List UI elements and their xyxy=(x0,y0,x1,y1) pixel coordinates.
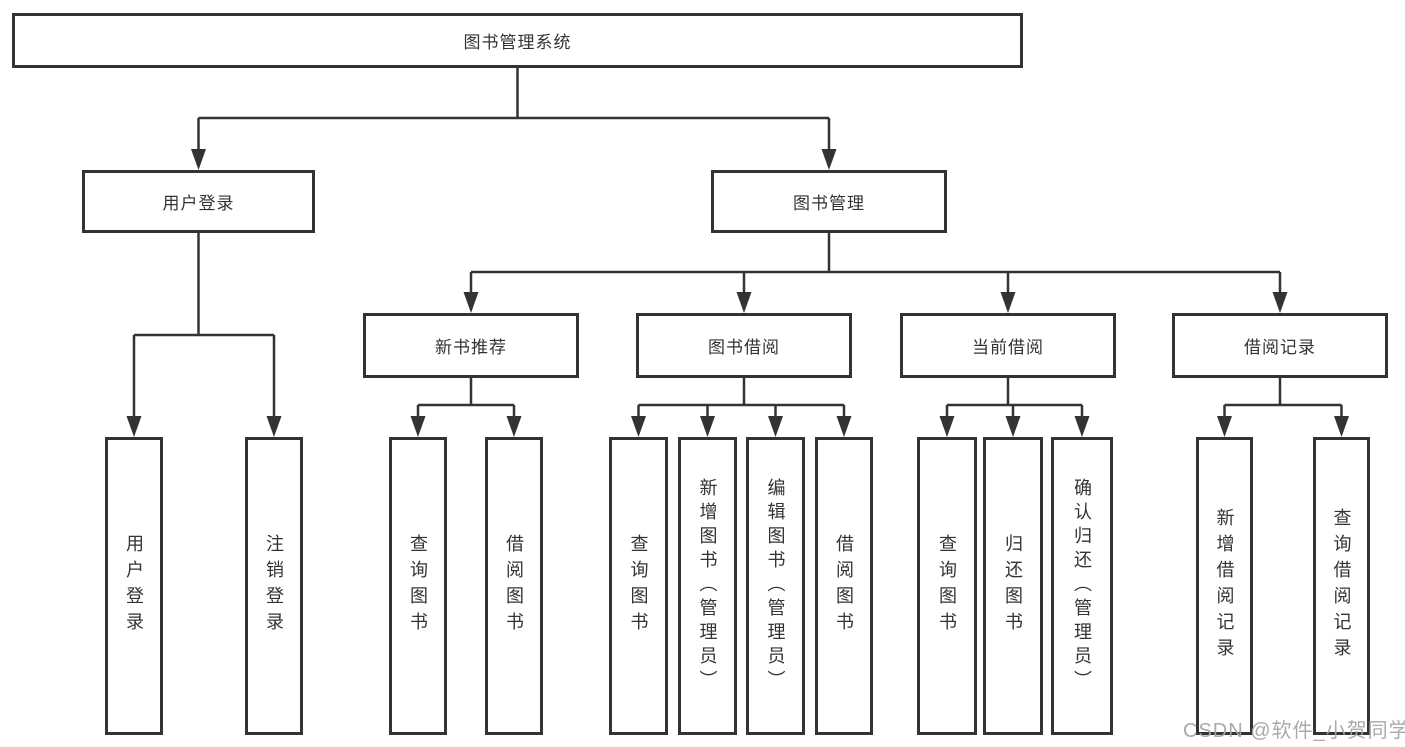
leaf-records-query-record: 查询借阅记录 xyxy=(1313,437,1370,735)
node-root: 图书管理系统 xyxy=(12,13,1023,68)
leaf-newbooks-borrow-books: 借阅图书 xyxy=(485,437,543,735)
node-current-borrow: 当前借阅 xyxy=(900,313,1116,378)
node-user-login: 用户登录 xyxy=(82,170,315,233)
node-book-management: 图书管理 xyxy=(711,170,947,233)
node-book-borrow: 图书借阅 xyxy=(636,313,852,378)
leaf-logout: 注销登录 xyxy=(245,437,303,735)
csdn-watermark: CSDN @软件_小贺同学 xyxy=(1183,720,1405,742)
leaf-borrow-add-books-admin: 新增图书（管理员） xyxy=(678,437,737,735)
leaf-current-confirm-return-admin: 确认归还（管理员） xyxy=(1051,437,1113,735)
node-borrow-records: 借阅记录 xyxy=(1172,313,1388,378)
leaf-current-query-books: 查询图书 xyxy=(917,437,977,735)
leaf-borrow-borrow-books: 借阅图书 xyxy=(815,437,873,735)
leaf-current-return-books: 归还图书 xyxy=(983,437,1043,735)
leaf-borrow-edit-books-admin: 编辑图书（管理员） xyxy=(746,437,805,735)
node-new-book-recommend: 新书推荐 xyxy=(363,313,579,378)
leaf-borrow-query-books: 查询图书 xyxy=(609,437,668,735)
leaf-user-login: 用户登录 xyxy=(105,437,163,735)
leaf-records-add-record: 新增借阅记录 xyxy=(1196,437,1253,735)
leaf-newbooks-query-books: 查询图书 xyxy=(389,437,447,735)
